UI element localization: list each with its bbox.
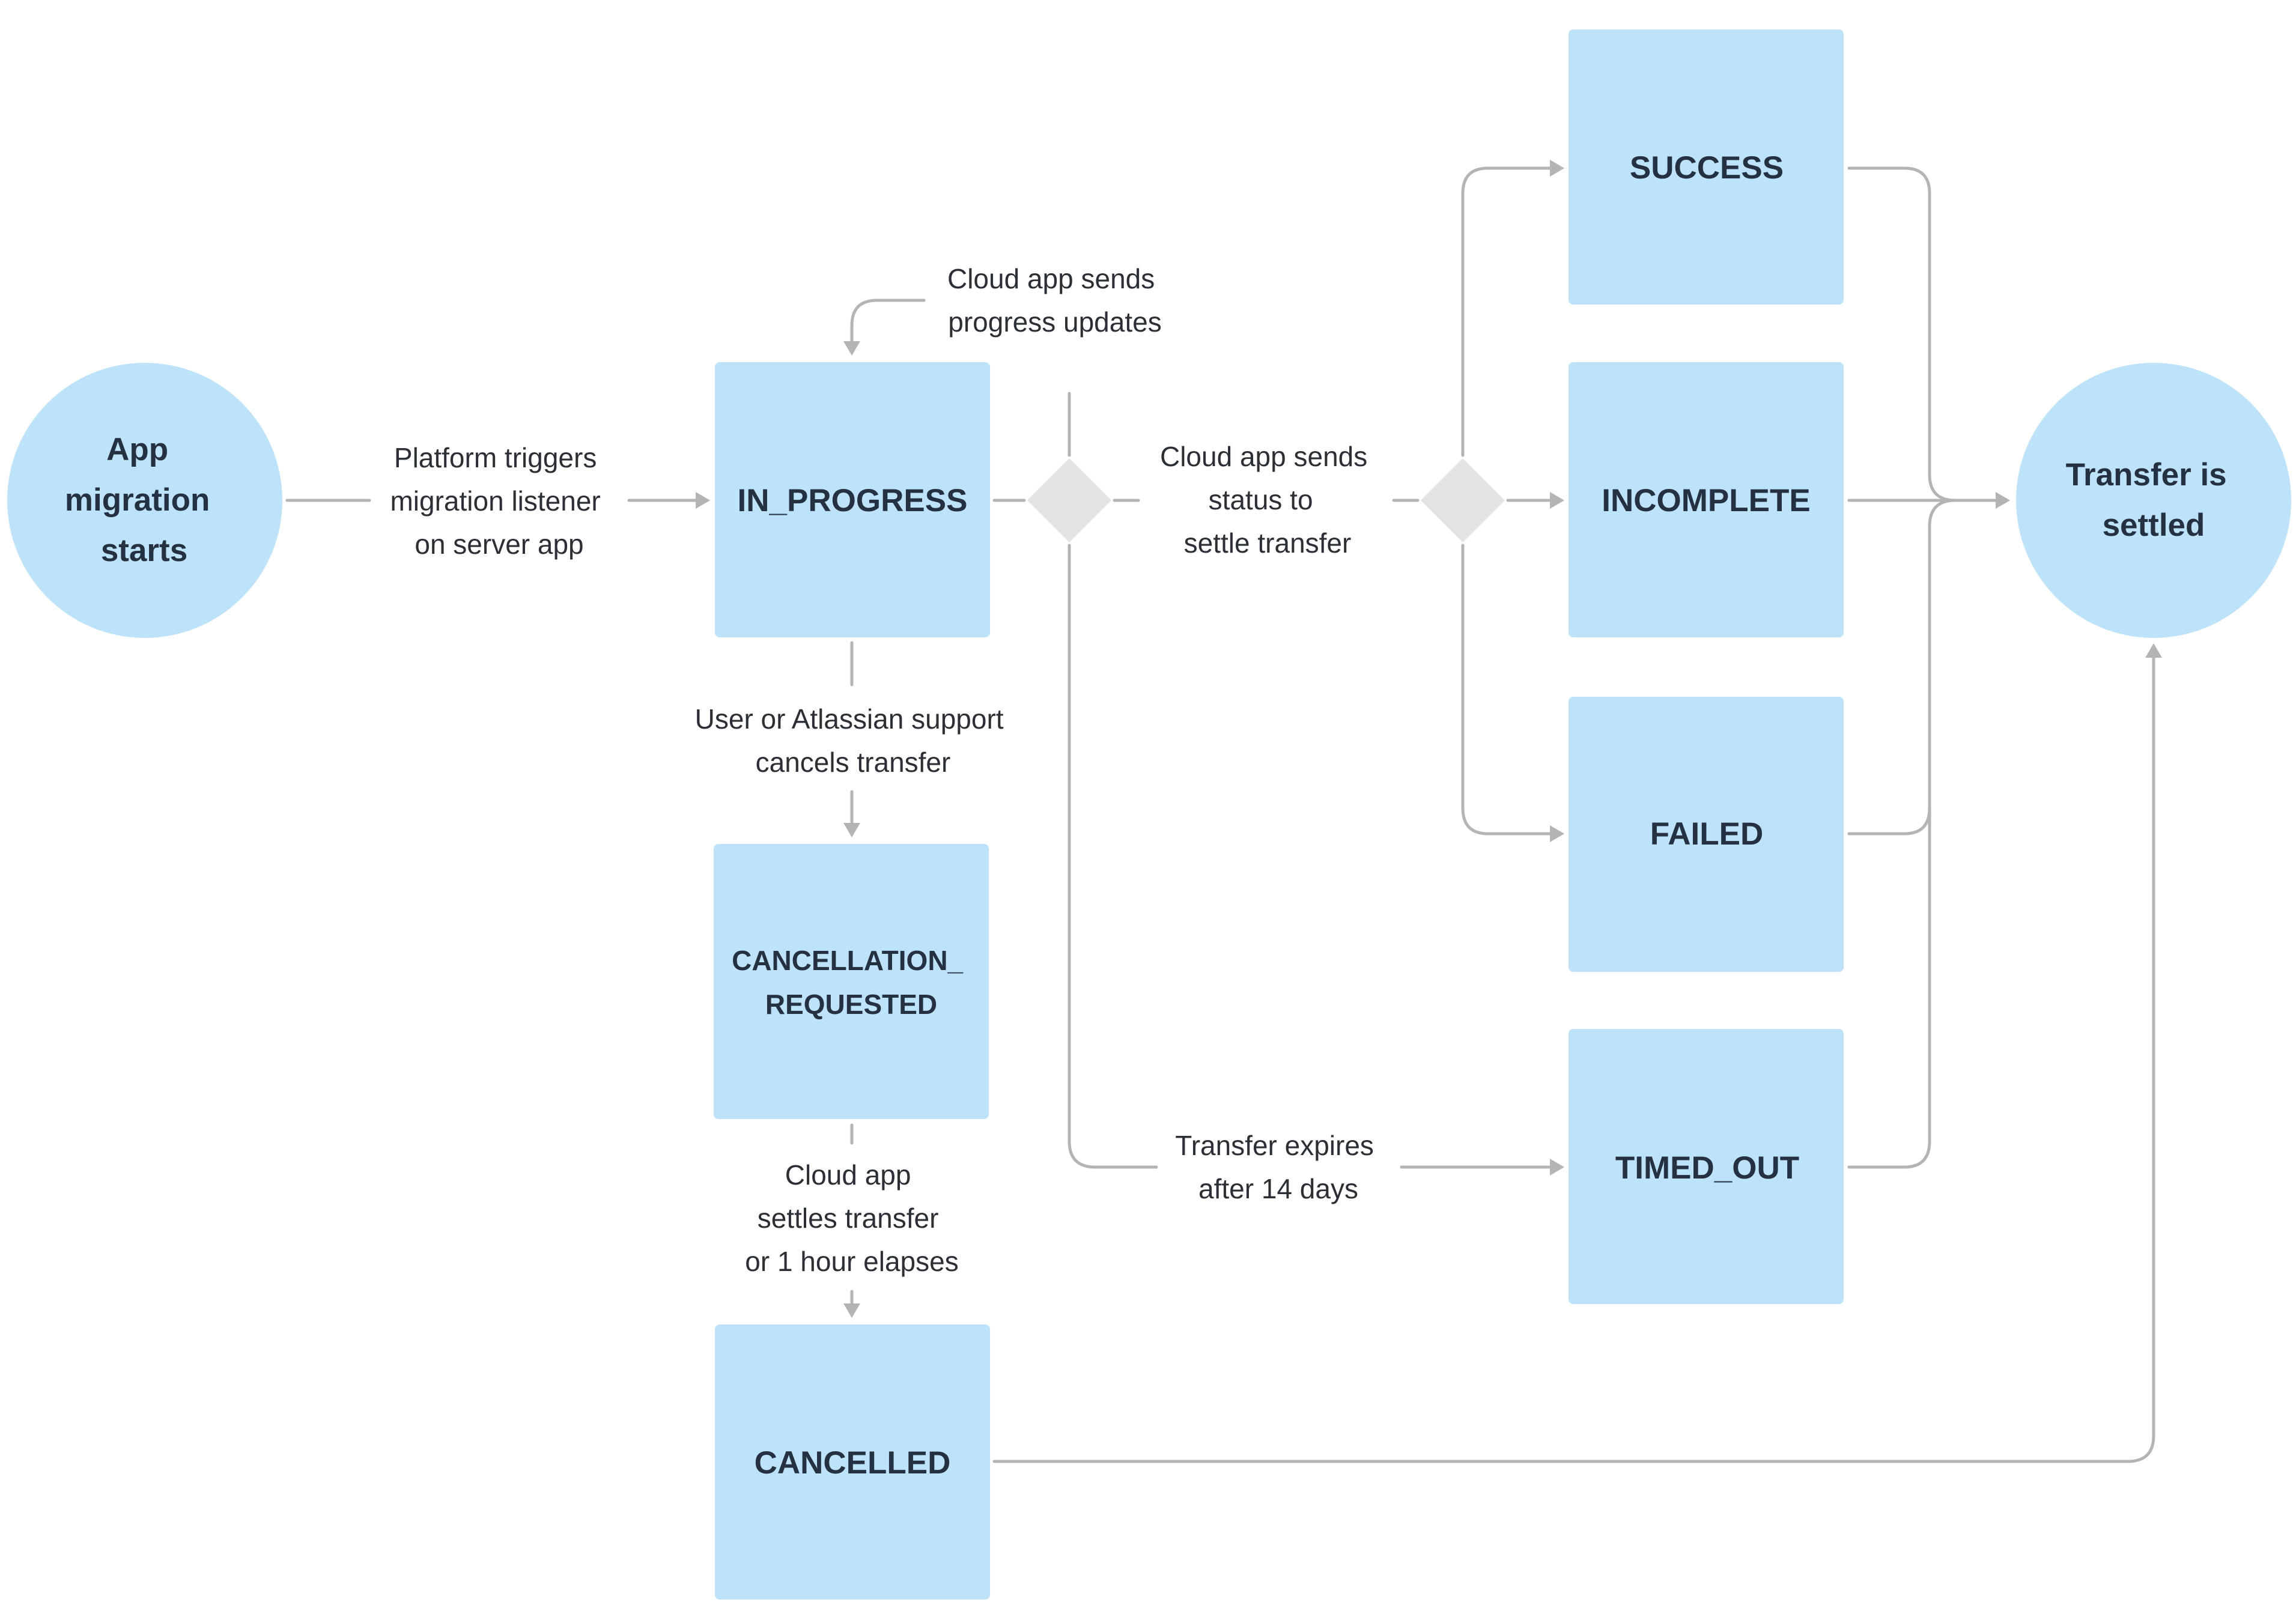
node-success [1569, 29, 1844, 305]
arrowhead [843, 341, 860, 356]
node-failed [1569, 697, 1844, 972]
arrowhead [1550, 160, 1564, 177]
node-incomplete-label: INCOMPLETE [1602, 483, 1810, 518]
node-start [7, 363, 282, 638]
label-user-cancels: User or Atlassian support cancels transf… [695, 703, 1012, 778]
arrowhead [1550, 492, 1564, 509]
arrowhead [1550, 1159, 1564, 1176]
connector-to-failed [1461, 544, 1552, 836]
label-progress-updates: Cloud app sends progress updates [947, 263, 1162, 338]
node-timed-out-label: TIMED_OUT [1615, 1150, 1799, 1186]
connector-timed-out-out [1847, 806, 1931, 1169]
node-timed-out [1569, 1029, 1844, 1304]
nodes [7, 29, 2291, 1600]
node-cancelled-label: CANCELLED [755, 1445, 951, 1481]
node-labels: App migration starts IN_PROGRESS CANCELL… [65, 150, 2236, 1481]
arrowhead [696, 492, 710, 509]
decision-diamond-progress [1027, 458, 1111, 542]
connector-failed-out [1847, 499, 1957, 836]
connectors [285, 160, 2162, 1463]
label-cloud-settles: Cloud app settles transfer or 1 hour ela… [745, 1159, 958, 1277]
node-cancellation-requested [714, 844, 989, 1119]
node-incomplete [1569, 362, 1844, 637]
connector-to-success [1461, 166, 1552, 457]
connector-cancelled-to-settled [992, 656, 2155, 1463]
node-start-label: App migration starts [65, 432, 219, 568]
node-cancelled [715, 1324, 990, 1600]
connector-progress-loop [850, 299, 926, 343]
arrowhead [843, 1303, 860, 1318]
edge-labels: Platform triggers migration listener on … [390, 263, 1381, 1277]
arrowhead [843, 823, 860, 837]
connector-success-out [1847, 166, 1957, 502]
label-sends-status: Cloud app sends status to settle transfe… [1160, 441, 1375, 559]
node-failed-label: FAILED [1650, 816, 1763, 852]
label-platform-triggers: Platform triggers migration listener on … [390, 442, 608, 560]
node-cancellation-requested-label: CANCELLATION_ REQUESTED [732, 945, 971, 1020]
arrowhead [1996, 492, 2010, 509]
node-settled [2016, 363, 2291, 638]
node-success-label: SUCCESS [1630, 150, 1784, 186]
node-in-progress [715, 362, 990, 637]
label-transfer-expires: Transfer expires after 14 days [1175, 1130, 1381, 1204]
node-in-progress-label: IN_PROGRESS [738, 483, 968, 518]
arrowhead [2145, 643, 2162, 658]
decision-diamond-status [1421, 458, 1505, 542]
node-settled-label: Transfer is settled [2066, 457, 2236, 543]
arrowhead [1550, 825, 1564, 842]
connector-expiry-down [1068, 544, 1158, 1169]
